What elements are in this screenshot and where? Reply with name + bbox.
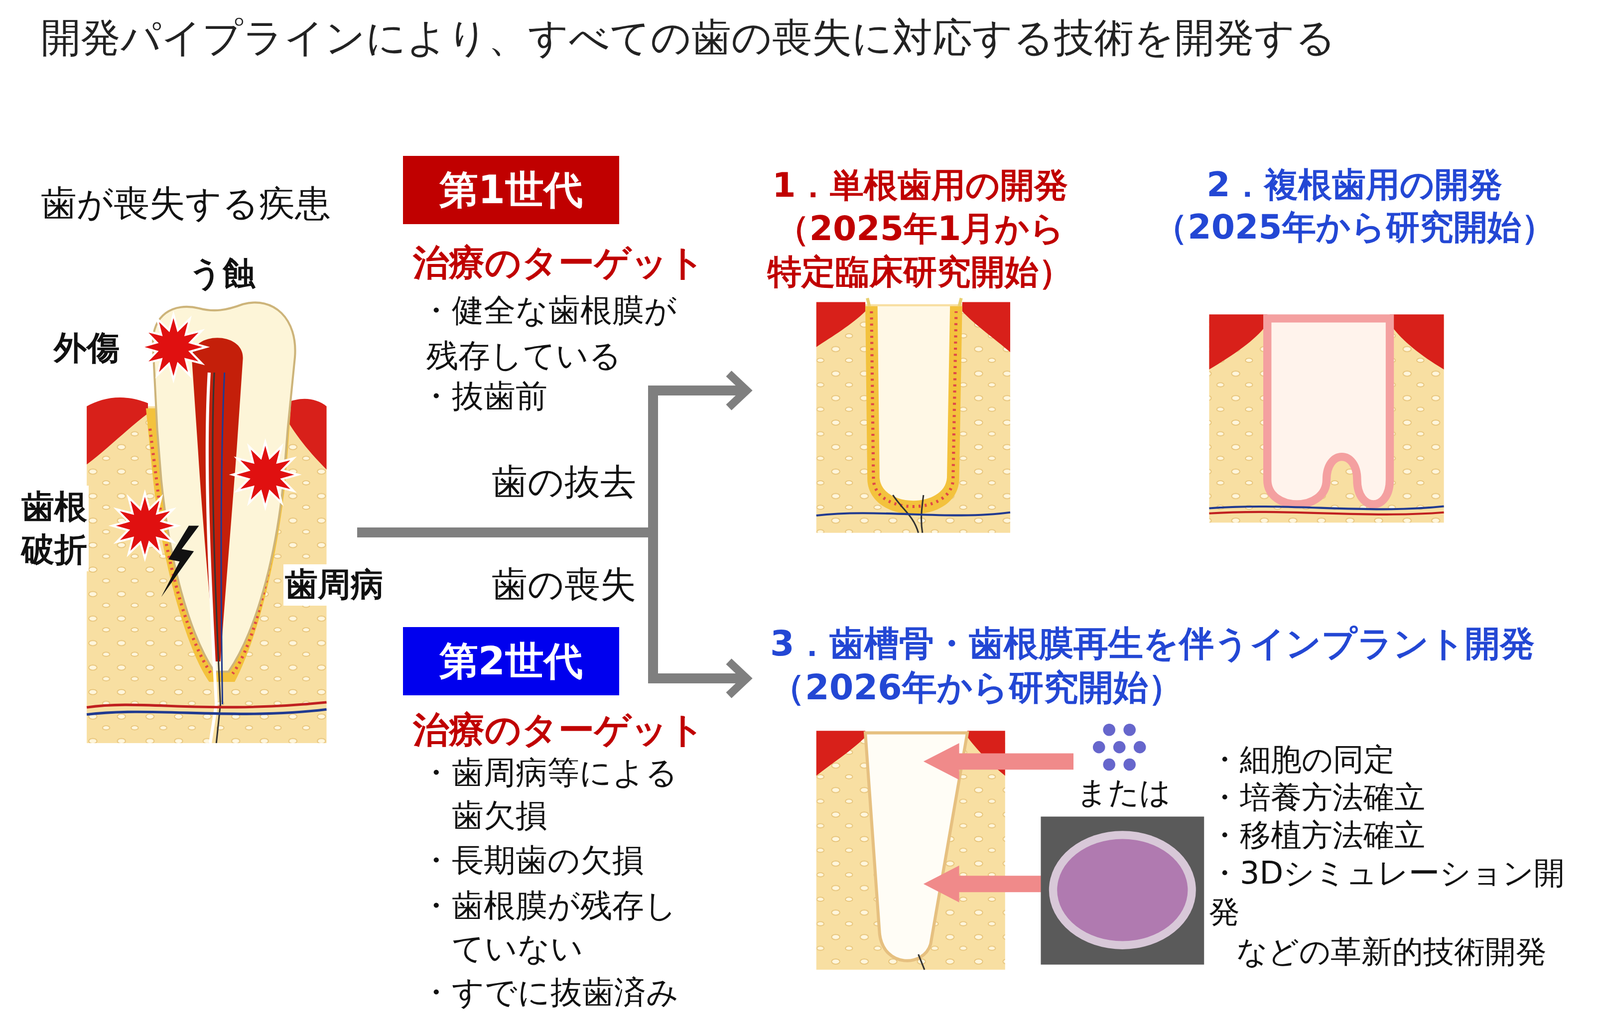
implant-socket [1057,839,1188,942]
task-item: などの革新的技術開発 [1236,932,1547,972]
text-line: 1．単根歯用の開発 [767,163,1073,207]
text-line: 2．複根歯用の開発 [1153,163,1555,206]
panel-heading: 3．歯槽骨・歯根膜再生を伴うインプラント開発 （2026年から研究開始） [770,622,1535,710]
part-label: う蝕 [188,253,256,295]
multi-root-socket [1208,506,1444,510]
title: 開発パイプラインにより、すべての歯の喪失に対応する技術を開発する [40,13,1336,62]
text-line: （2025年1月から [767,206,1073,251]
text-line: 歯根 [21,485,88,529]
implant-socket [918,954,925,970]
development-panel: 2．複根歯用の開発 （2025年から研究開始） [1142,163,1567,526]
implant-socket [816,723,1204,970]
multi-root-socket [1208,512,1444,515]
development-panel: 1．単根歯用の開発 （2025年1月から 特定臨床研究開始） [749,163,1089,536]
multi-root-socket [1208,318,1444,523]
generation-box: 第1世代 [402,155,620,225]
tooth-illustration [86,397,148,465]
text-line: 3．歯槽骨・歯根膜再生を伴うインプラント開発 [770,622,1535,667]
multi-root-socket [1389,314,1445,370]
task-item: ・細胞の同定 [1208,740,1395,780]
tooth-illustration [232,441,298,508]
text-line: 残存している [419,333,677,379]
disease-panel: 歯が喪失する疾患 [19,176,358,743]
text-line: 発 [1208,892,1565,932]
part-label: 外傷 [53,327,120,370]
single-root-socket [865,306,963,515]
edge-label: 歯の抜去 [489,459,639,505]
generation-box: 第2世代 [402,627,620,696]
multi-root-socket [1208,314,1268,370]
text-line: ・健全な歯根膜が [419,287,677,334]
connector [357,373,747,533]
text-line: ・歯根膜が残存し [419,884,677,928]
note: または [1076,773,1171,812]
single-root-socket [816,304,1011,534]
target-item: ・歯周病等による 歯欠損 [419,751,678,838]
target-item: ・歯根膜が残存し ていない [419,884,677,971]
tooth-illustration [161,525,200,597]
single-root-socket [962,302,1011,353]
text-line: 破折 [21,528,88,572]
text-line: ・歯周病等による [419,751,678,795]
tooth-illustration [86,302,327,744]
text-line: ・3Dシミュレーション開 [1208,853,1565,893]
generation-label: 第1世代 [439,166,583,214]
multi-root-socket [1267,318,1390,505]
tooth-illustration [212,372,221,744]
part-label: 歯根 破折 [19,485,89,572]
single-root-socket [867,297,961,306]
task-item: ・3Dシミュレーション開 発 [1208,853,1565,932]
single-root-socket [816,302,866,348]
tooth-illustration [140,314,207,380]
implant-socket [1049,830,1197,950]
implant-socket [923,743,1074,781]
target-item: ・抜歯前 [419,376,548,416]
task-item: ・培養方法確立 [1208,778,1426,817]
single-root-socket [816,297,1011,533]
single-root-socket [877,306,950,501]
tooth-illustration [191,337,244,662]
implant-socket [1102,723,1116,737]
panel-heading: 2．複根歯用の開発 （2025年から研究開始） [1153,163,1555,249]
edge-label: 歯の喪失 [489,561,639,607]
text-line: 特定臨床研究開始） [767,250,1073,294]
implant-socket [1102,758,1116,772]
multi-root-socket [1208,314,1444,523]
implant-socket [1123,758,1136,772]
target-heading: 治療のターゲット [412,240,705,285]
implant-socket [1113,741,1126,754]
tooth-illustration [221,372,225,705]
implant-socket [1123,723,1136,737]
arrow-head [728,661,747,696]
panel-heading: 1．単根歯用の開発 （2025年1月から 特定臨床研究開始） [767,163,1073,294]
tooth-illustration [86,702,327,708]
tooth-illustration [86,709,327,715]
generation-label: 第2世代 [439,638,583,685]
part-label: 歯周病 [283,564,386,606]
implant-socket [1092,741,1106,754]
panel-heading: 歯が喪失する疾患 [40,181,331,225]
connector-line [357,390,746,533]
text-line: ていない [419,927,677,970]
implant-socket [1040,816,1204,965]
target-item: ・すでに抜歯済み [419,972,679,1013]
target-item: ・健全な歯根膜が 残存している [419,287,677,379]
implant-socket [816,730,866,776]
text-line: 歯欠損 [419,794,678,837]
tooth-illustration [112,493,178,559]
arrow-head [728,373,747,408]
target-item: ・長期歯の欠損 [419,840,645,881]
text-line: （2025年から研究開始） [1153,205,1555,249]
single-root-socket [816,512,1011,516]
text-line: （2026年から研究開始） [770,666,1535,710]
target-heading: 治療のターゲット [412,707,705,753]
implant-socket [1133,741,1147,754]
task-item: ・移植方法確立 [1208,815,1426,855]
connector [357,532,747,696]
